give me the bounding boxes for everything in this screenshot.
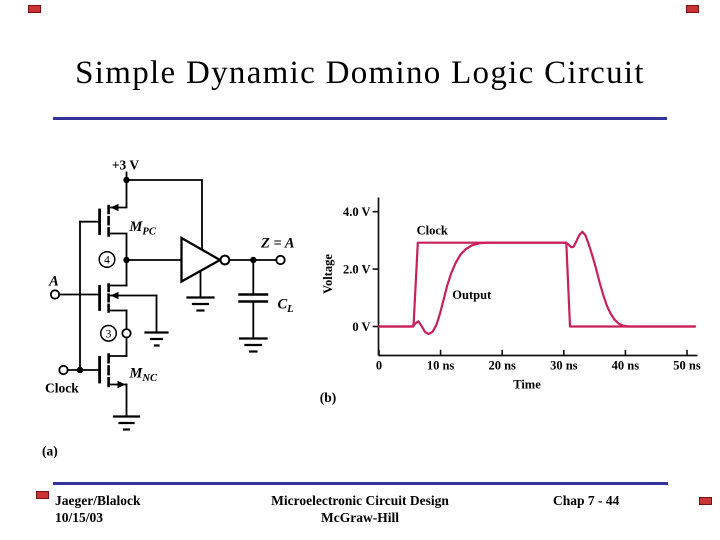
footer-author: Jaeger/Blalock [55, 493, 141, 508]
domino-circuit-diagram: +3 V MPC 4 A [42, 158, 295, 459]
x-tick-label: 0 [376, 359, 382, 373]
footer-publisher: McGraw-Hill [321, 509, 399, 525]
page-title: Simple Dynamic Domino Logic Circuit [75, 55, 645, 91]
inverter-bubble [219, 254, 231, 266]
mpc-label: MPC [129, 219, 157, 238]
input-a-terminal [49, 289, 61, 300]
transistor-mnc: Clock MNC [45, 353, 158, 431]
input-a-label: A [48, 274, 59, 290]
footer-chapter: Chap 7 - 44 [553, 493, 620, 508]
corner-mark-top-right [686, 5, 699, 13]
node4-number: 4 [104, 255, 110, 267]
series-clock [377, 241, 697, 328]
waveform-plot: Voltage Time (b) 0 10 ns 20 ns 30 ns 40 ns 50… [320, 197, 701, 405]
output-terminal [275, 254, 286, 266]
inverter-ground-symbol [186, 296, 215, 312]
curve-label-clock: Clock [417, 224, 448, 238]
curve-label-output: Output [452, 288, 492, 302]
corner-mark-top-left [28, 5, 41, 13]
output-node: Z = A CL [228, 236, 295, 353]
footer-rule [53, 482, 668, 485]
title-underline [53, 117, 667, 120]
load-capacitor [238, 293, 269, 303]
node4-circle [98, 250, 116, 269]
cap-ground-symbol [238, 337, 268, 353]
clock-junction-dot [76, 366, 84, 374]
output-equation-label: Z = A [260, 236, 295, 252]
footer-author-block: Jaeger/Blalock 10/15/03 [55, 493, 140, 526]
clock-terminal [58, 364, 69, 376]
node3-number: 3 [106, 328, 112, 340]
corner-mark-bottom-right [699, 497, 712, 505]
a-body-ground-symbol [144, 331, 169, 347]
inverter [180, 236, 231, 312]
y-tick-label: 4.0 V [343, 205, 371, 219]
transistor-input-a: A [48, 274, 169, 347]
y-axis-title: Voltage [321, 254, 335, 294]
x-tick-label: 10 ns [427, 359, 455, 373]
supply-voltage-label: +3 V [112, 158, 140, 173]
x-tick-label: 20 ns [488, 359, 516, 373]
mpc-arrow [110, 203, 119, 212]
transistor-mpc: MPC [79, 179, 157, 261]
node3-open-terminal [121, 328, 132, 339]
supply-rail [125, 179, 203, 251]
series-output [377, 230, 697, 336]
x-axis-title: Time [513, 378, 541, 392]
footer-book-title: Microelectronic Circuit Design [271, 493, 449, 508]
mnc-label: MNC [129, 366, 158, 385]
mpc-source-lead [108, 179, 128, 209]
footer-date: 10/15/03 [55, 509, 104, 525]
node3-circle [99, 324, 118, 342]
waveform-dynamic-content: 0 10 ns 20 ns 30 ns 40 ns 50 ns 0 V 2.0 V 4.0 V C… [343, 205, 701, 372]
footer-book-block: Microelectronic Circuit Design McGraw-Hi… [160, 493, 560, 526]
corner-mark-bottom-left [36, 491, 49, 499]
mnc-arrow [117, 380, 126, 389]
x-tick-label: 50 ns [673, 359, 701, 373]
mpc-drain-lead [108, 232, 128, 261]
a-body-arrow [110, 291, 119, 300]
panel-a-label: (a) [42, 444, 58, 459]
y-tick-label: 2.0 V [343, 263, 371, 277]
cl-label: CL [278, 297, 294, 316]
y-tick-label: 0 V [352, 320, 370, 334]
x-tick-label: 30 ns [550, 359, 578, 373]
panel-b-label: (b) [320, 390, 337, 405]
clock-label: Clock [45, 381, 79, 396]
mnc-ground-symbol [112, 415, 141, 431]
x-tick-label: 40 ns [612, 359, 640, 373]
